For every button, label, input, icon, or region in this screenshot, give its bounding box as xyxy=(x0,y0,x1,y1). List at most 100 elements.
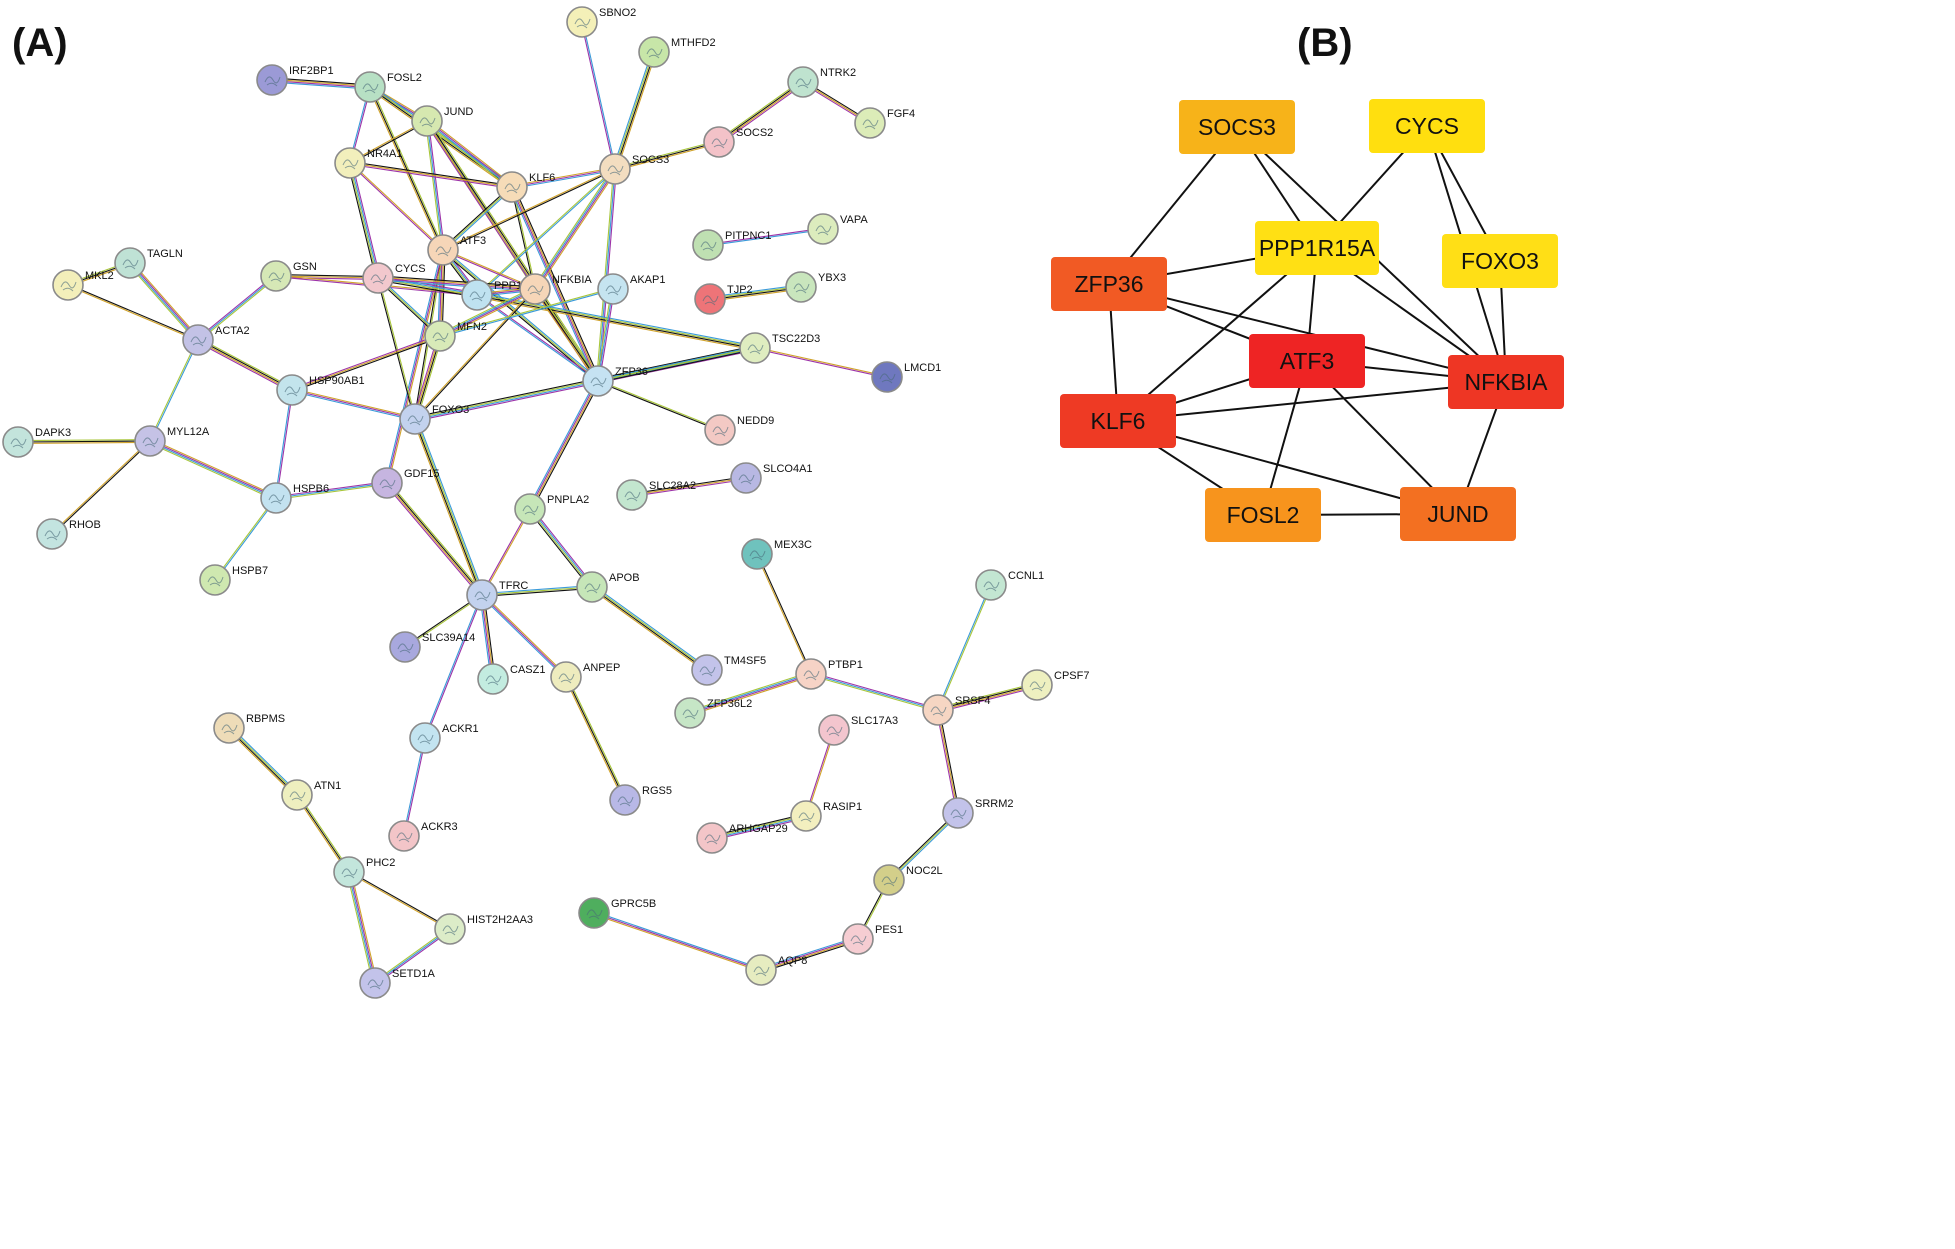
node-circle[interactable] xyxy=(975,569,1007,601)
node-circle[interactable] xyxy=(616,479,648,511)
node-circle[interactable] xyxy=(409,722,441,754)
node-hist2h2aa3[interactable]: HIST2H2AA3 xyxy=(434,913,533,945)
node-circle[interactable] xyxy=(114,247,146,279)
node-circle[interactable] xyxy=(199,564,231,596)
node-tfrc[interactable]: TFRC xyxy=(466,579,528,611)
node-circle[interactable] xyxy=(795,658,827,690)
node-circle[interactable] xyxy=(496,171,528,203)
hub-node-foxo3[interactable]: FOXO3 xyxy=(1442,234,1558,288)
node-circle[interactable] xyxy=(276,374,308,406)
hub-node-box[interactable] xyxy=(1249,334,1365,388)
node-circle[interactable] xyxy=(638,36,670,68)
node-lmcd1[interactable]: LMCD1 xyxy=(871,361,941,393)
node-circle[interactable] xyxy=(281,779,313,811)
node-circle[interactable] xyxy=(260,260,292,292)
node-setd1a[interactable]: SETD1A xyxy=(359,967,435,999)
node-gsn[interactable]: GSN xyxy=(260,260,317,292)
node-phc2[interactable]: PHC2 xyxy=(333,856,395,888)
hub-node-klf6[interactable]: KLF6 xyxy=(1060,394,1176,448)
node-circle[interactable] xyxy=(578,897,610,929)
node-rgs5[interactable]: RGS5 xyxy=(609,784,672,816)
node-hsp90ab1[interactable]: HSP90AB1 xyxy=(276,374,365,406)
node-foxo3[interactable]: FOXO3 xyxy=(399,403,469,435)
hub-node-box[interactable] xyxy=(1369,99,1485,153)
node-circle[interactable] xyxy=(461,279,493,311)
node-mfn2[interactable]: MFN2 xyxy=(424,320,487,352)
node-tagln[interactable]: TAGLN xyxy=(114,247,183,279)
node-gprc5b[interactable]: GPRC5B xyxy=(578,897,656,929)
node-circle[interactable] xyxy=(359,967,391,999)
node-socs3[interactable]: SOCS3 xyxy=(599,153,669,185)
node-casz1[interactable]: CASZ1 xyxy=(477,663,545,695)
node-circle[interactable] xyxy=(790,800,822,832)
node-pnpla2[interactable]: PNPLA2 xyxy=(514,493,589,525)
node-circle[interactable] xyxy=(787,66,819,98)
node-circle[interactable] xyxy=(854,107,886,139)
node-noc2l[interactable]: NOC2L xyxy=(873,864,943,896)
node-circle[interactable] xyxy=(213,712,245,744)
hub-node-atf3[interactable]: ATF3 xyxy=(1249,334,1365,388)
node-circle[interactable] xyxy=(52,269,84,301)
node-circle[interactable] xyxy=(703,126,735,158)
node-circle[interactable] xyxy=(692,229,724,261)
node-circle[interactable] xyxy=(1021,669,1053,701)
node-tjp2[interactable]: TJP2 xyxy=(694,283,753,315)
node-pes1[interactable]: PES1 xyxy=(842,923,903,955)
hub-node-box[interactable] xyxy=(1448,355,1564,409)
node-rhob[interactable]: RHOB xyxy=(36,518,101,550)
node-nr4a1[interactable]: NR4A1 xyxy=(334,147,402,179)
hub-node-socs3[interactable]: SOCS3 xyxy=(1179,100,1295,154)
node-mkl2[interactable]: MKL2 xyxy=(52,269,114,301)
node-circle[interactable] xyxy=(691,654,723,686)
node-akap1[interactable]: AKAP1 xyxy=(597,273,665,305)
hub-node-cycs[interactable]: CYCS xyxy=(1369,99,1485,153)
node-circle[interactable] xyxy=(674,697,706,729)
node-circle[interactable] xyxy=(609,784,641,816)
node-klf6[interactable]: KLF6 xyxy=(496,171,555,203)
node-circle[interactable] xyxy=(399,403,431,435)
node-slc17a3[interactable]: SLC17A3 xyxy=(818,714,898,746)
hub-node-fosl2[interactable]: FOSL2 xyxy=(1205,488,1321,542)
node-circle[interactable] xyxy=(739,332,771,364)
node-gdf15[interactable]: GDF15 xyxy=(371,467,439,499)
node-circle[interactable] xyxy=(333,856,365,888)
node-rbpms[interactable]: RBPMS xyxy=(213,712,285,744)
node-circle[interactable] xyxy=(942,797,974,829)
node-irf2bp1[interactable]: IRF2BP1 xyxy=(256,64,334,96)
node-arhgap29[interactable]: ARHGAP29 xyxy=(696,822,788,854)
node-fgf4[interactable]: FGF4 xyxy=(854,107,915,139)
node-sbno2[interactable]: SBNO2 xyxy=(566,6,636,38)
node-circle[interactable] xyxy=(519,273,551,305)
node-circle[interactable] xyxy=(424,320,456,352)
hub-node-nfkbia[interactable]: NFKBIA xyxy=(1448,355,1564,409)
node-circle[interactable] xyxy=(599,153,631,185)
node-circle[interactable] xyxy=(434,913,466,945)
node-atn1[interactable]: ATN1 xyxy=(281,779,341,811)
node-circle[interactable] xyxy=(550,661,582,693)
node-atf3[interactable]: ATF3 xyxy=(427,234,486,266)
node-circle[interactable] xyxy=(873,864,905,896)
node-circle[interactable] xyxy=(134,425,166,457)
node-slc39a14[interactable]: SLC39A14 xyxy=(389,631,475,663)
node-rasip1[interactable]: RASIP1 xyxy=(790,800,862,832)
hub-node-zfp36[interactable]: ZFP36 xyxy=(1051,257,1167,311)
node-zfp36[interactable]: ZFP36 xyxy=(582,365,648,397)
node-circle[interactable] xyxy=(922,694,954,726)
node-ybx3[interactable]: YBX3 xyxy=(785,271,846,303)
hub-node-box[interactable] xyxy=(1255,221,1379,275)
node-slco4a1[interactable]: SLCO4A1 xyxy=(730,462,813,494)
node-circle[interactable] xyxy=(696,822,728,854)
node-socs2[interactable]: SOCS2 xyxy=(703,126,773,158)
hub-node-jund[interactable]: JUND xyxy=(1400,487,1516,541)
node-slc28a2[interactable]: SLC28A2 xyxy=(616,479,696,511)
node-circle[interactable] xyxy=(427,234,459,266)
node-nfkbia[interactable]: NFKBIA xyxy=(519,273,592,305)
node-apob[interactable]: APOB xyxy=(576,571,640,603)
node-jund[interactable]: JUND xyxy=(411,105,473,137)
hub-node-box[interactable] xyxy=(1205,488,1321,542)
node-srsf4[interactable]: SRSF4 xyxy=(922,694,990,726)
node-circle[interactable] xyxy=(389,631,421,663)
node-circle[interactable] xyxy=(871,361,903,393)
node-hspb6[interactable]: HSPB6 xyxy=(260,482,329,514)
node-circle[interactable] xyxy=(334,147,366,179)
